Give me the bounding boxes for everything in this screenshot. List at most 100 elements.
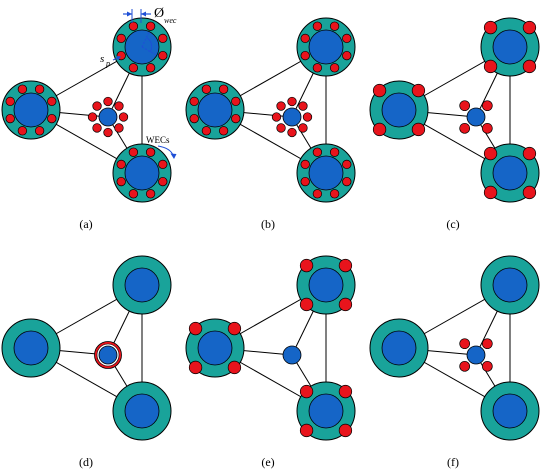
- panel-label-f: (f): [447, 455, 459, 469]
- wec-buoy: [459, 100, 471, 112]
- outer-column-bottom: [308, 155, 344, 191]
- wec-buoy: [218, 126, 229, 136]
- wec-buoy: [300, 176, 310, 187]
- wec-buoy: [411, 122, 426, 137]
- wec-buoy: [287, 96, 297, 107]
- wec-buoy: [158, 50, 168, 61]
- wec-buoy: [114, 123, 124, 133]
- wec-buoy: [287, 127, 297, 138]
- wec-buoy: [481, 338, 493, 350]
- wec-buoy: [299, 297, 314, 312]
- wec-buoy: [201, 126, 212, 136]
- center-column: [98, 345, 118, 365]
- wec-buoy: [116, 176, 126, 187]
- wec-buoy: [302, 112, 313, 122]
- wec-buoy: [329, 189, 340, 199]
- wec-buoy: [299, 384, 314, 399]
- wec-buoy: [298, 123, 308, 133]
- wec-buoy: [459, 338, 471, 350]
- wec-buoy: [312, 21, 323, 31]
- outer-column-top: [308, 29, 344, 65]
- wec-buoy: [300, 159, 310, 170]
- outer-column-left: [197, 330, 233, 366]
- wec-buoy: [481, 122, 493, 134]
- wec-buoy: [201, 84, 212, 94]
- wec-buoy: [145, 189, 156, 199]
- panel-e: (e): [185, 255, 356, 469]
- wec-buoy: [227, 360, 242, 375]
- wec-buoy: [158, 33, 168, 44]
- outer-column-left: [381, 330, 417, 366]
- wec-buoy: [5, 113, 15, 124]
- outer-column-bottom: [124, 393, 160, 429]
- wec-buoy: [116, 159, 126, 170]
- wec-buoy: [459, 360, 471, 372]
- wecs-label: WECs: [146, 135, 170, 145]
- outer-column-left: [13, 330, 49, 366]
- wec-buoy: [227, 321, 242, 336]
- wec-buoy: [92, 101, 102, 111]
- wec-buoy: [47, 113, 57, 124]
- wec-buoy: [338, 423, 353, 438]
- wec-buoy: [372, 122, 387, 137]
- wec-buoy: [87, 112, 98, 122]
- wec-buoy: [312, 147, 323, 157]
- panel-a: (a): [1, 17, 172, 231]
- wec-buoy: [481, 360, 493, 372]
- wec-buoy: [522, 146, 537, 161]
- wec-buoy: [128, 63, 139, 73]
- wec-buoy: [342, 159, 352, 170]
- wec-buoy: [145, 63, 156, 73]
- wec-buoy: [92, 123, 102, 133]
- outer-column-left: [197, 92, 233, 128]
- wec-buoy: [128, 21, 139, 31]
- center-column: [282, 345, 302, 365]
- spacing-subscript: p: [105, 59, 110, 68]
- wec-buoy: [483, 146, 498, 161]
- spacing-symbol: s: [100, 53, 104, 65]
- diameter-subscript: wec: [164, 16, 177, 25]
- wec-buoy: [342, 176, 352, 187]
- wec-buoy: [300, 33, 310, 44]
- panel-f: (f): [369, 255, 540, 469]
- wec-buoy: [128, 189, 139, 199]
- wec-buoy: [342, 50, 352, 61]
- wec-buoy: [483, 59, 498, 74]
- diameter-symbol: Ø: [154, 6, 164, 21]
- wec-buoy: [483, 20, 498, 35]
- wec-buoy: [47, 96, 57, 107]
- wec-buoy: [338, 384, 353, 399]
- wec-buoy: [271, 112, 282, 122]
- outer-column-bottom: [124, 155, 160, 191]
- wec-buoy: [158, 159, 168, 170]
- wec-buoy: [231, 96, 241, 107]
- wec-buoy: [103, 96, 113, 107]
- center-column: [466, 345, 486, 365]
- outer-column-top: [124, 267, 160, 303]
- wec-buoy: [338, 297, 353, 312]
- outer-column-top: [492, 29, 528, 65]
- wec-buoy: [459, 122, 471, 134]
- wec-buoy: [299, 423, 314, 438]
- wec-buoy: [342, 33, 352, 44]
- wec-buoy: [189, 96, 199, 107]
- outer-column-bottom: [492, 155, 528, 191]
- wec-buoy: [312, 63, 323, 73]
- wec-buoy: [218, 84, 229, 94]
- wec-buoy: [298, 101, 308, 111]
- wec-buoy: [34, 84, 45, 94]
- wec-buoy: [188, 321, 203, 336]
- wec-buoy: [118, 112, 129, 122]
- center-column: [282, 107, 302, 127]
- wec-buoy: [17, 126, 28, 136]
- wec-buoy: [329, 63, 340, 73]
- center-column: [466, 107, 486, 127]
- panel-label-b: (b): [261, 217, 275, 231]
- panel-d: (d): [1, 255, 172, 469]
- wec-buoy: [483, 185, 498, 200]
- wec-buoy: [114, 101, 124, 111]
- wec-buoy: [145, 147, 156, 157]
- wec-buoy: [329, 147, 340, 157]
